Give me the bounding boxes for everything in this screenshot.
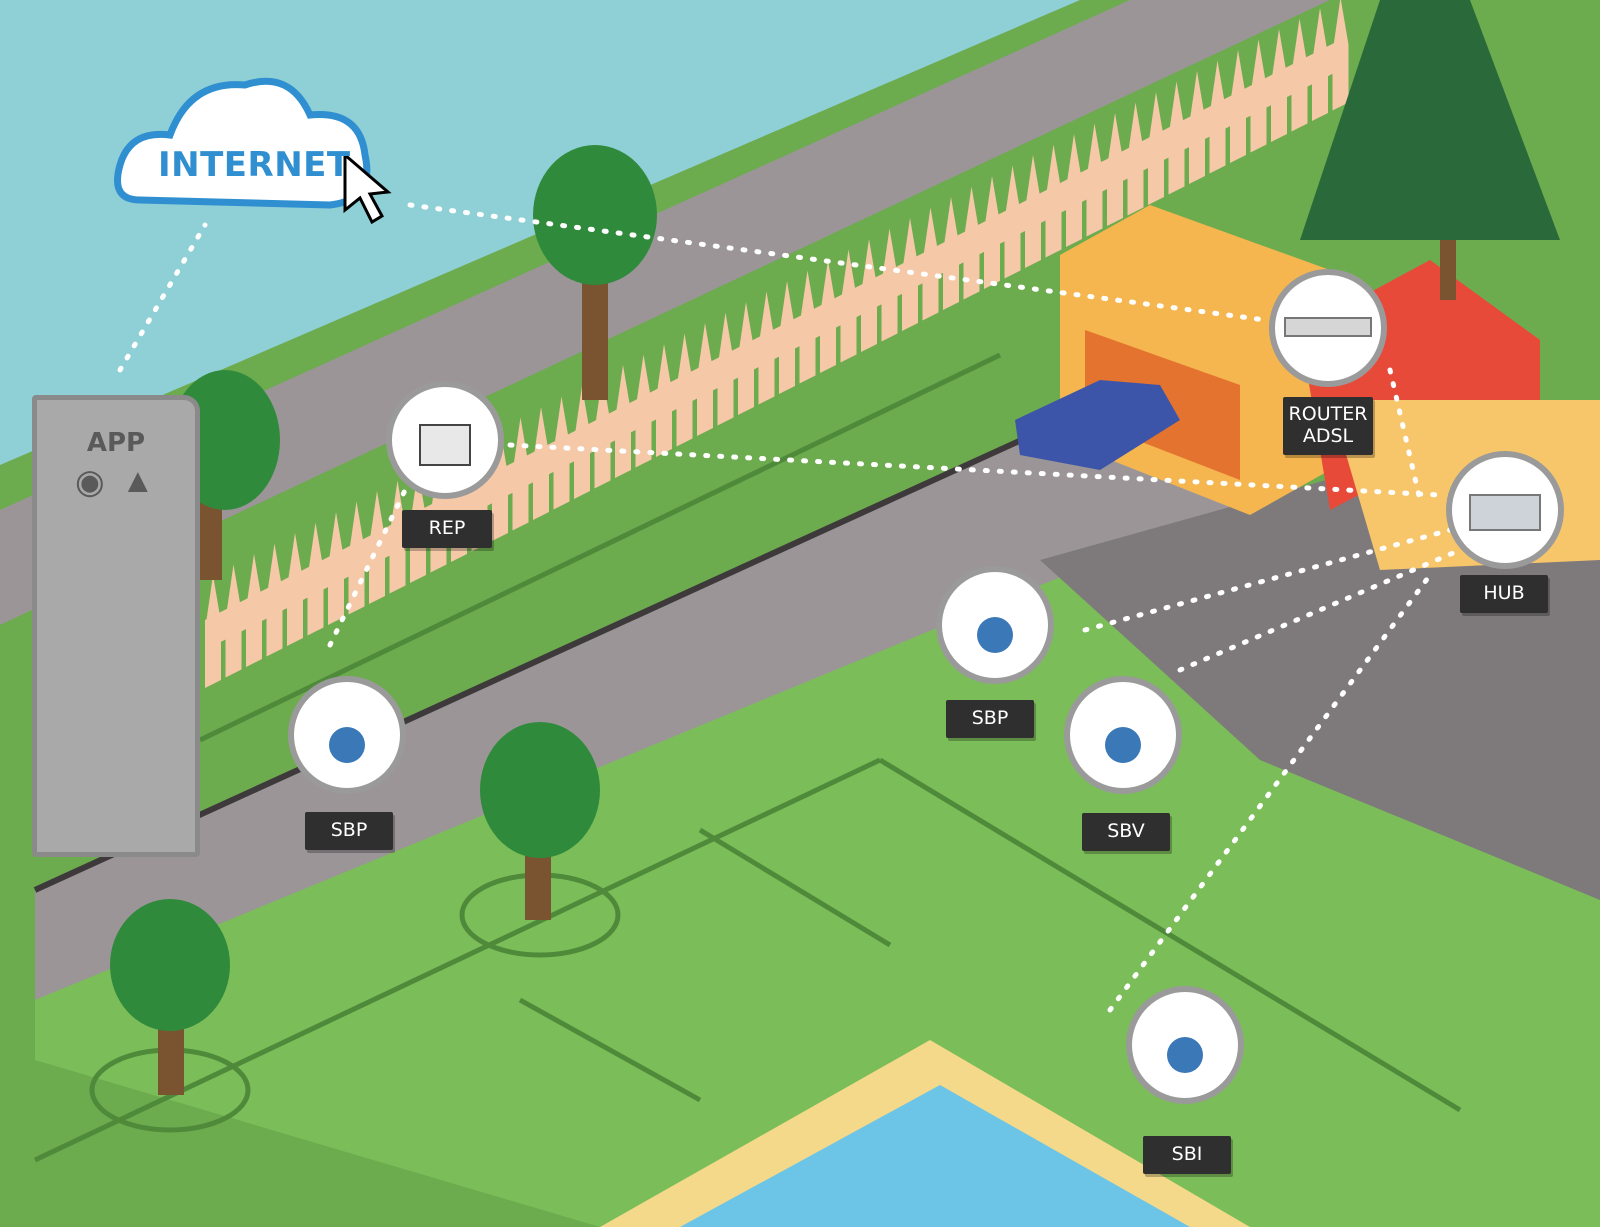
fence-picket xyxy=(1209,60,1226,174)
fence-picket xyxy=(389,480,406,594)
sbp-right-label: SBP xyxy=(946,700,1034,738)
fence-picket xyxy=(1168,81,1185,195)
router-label-line2: ADSL xyxy=(1302,425,1354,447)
fence-picket xyxy=(1004,165,1021,279)
fence-picket xyxy=(287,533,303,646)
fence-picket xyxy=(1312,8,1328,121)
fence-picket xyxy=(820,260,836,373)
fence-picket xyxy=(779,281,795,394)
fence-picket xyxy=(225,564,242,678)
sbp-left-label: SBP xyxy=(305,812,393,850)
car xyxy=(1015,380,1180,470)
fence-picket xyxy=(861,239,877,352)
fence-picket xyxy=(369,491,385,604)
fence-picket xyxy=(758,291,775,405)
router-label: ROUTER ADSL xyxy=(1283,397,1373,455)
trees xyxy=(110,0,1560,1095)
fence-picket xyxy=(553,396,570,510)
fence-picket xyxy=(922,207,939,321)
fence-picket xyxy=(1107,113,1123,226)
fence-picket xyxy=(840,249,857,363)
fence-picket xyxy=(307,522,324,636)
fence-picket xyxy=(1250,39,1267,153)
app-panel: APP ◉ ▲ xyxy=(32,395,200,857)
fence-picket xyxy=(738,302,754,415)
fence-picket xyxy=(984,176,1000,289)
fence-picket xyxy=(266,543,283,657)
fence-picket xyxy=(963,186,980,300)
connection-lines xyxy=(117,202,1463,1013)
fence-picket xyxy=(676,333,693,447)
router-label-line1: ROUTER xyxy=(1288,403,1368,426)
fence-picket xyxy=(1066,134,1082,247)
fence-picket xyxy=(656,344,672,457)
driveway xyxy=(1040,465,1600,900)
fence-picket xyxy=(1332,0,1349,111)
fence-picket xyxy=(717,312,734,426)
pointer-icon xyxy=(343,151,392,225)
fence-picket xyxy=(799,270,816,384)
fence-picket xyxy=(328,512,344,625)
fence-picket xyxy=(205,575,221,688)
fence-picket xyxy=(348,501,365,615)
fence-picket xyxy=(1230,50,1246,163)
fence-picket xyxy=(246,554,262,667)
fence-picket xyxy=(574,386,590,499)
fence-picket xyxy=(1291,18,1308,132)
fence-picket xyxy=(594,375,611,489)
fence-pickets xyxy=(205,0,1349,688)
device-circles xyxy=(288,269,1564,1104)
fence-picket xyxy=(1189,71,1205,184)
apple-icon: ◉ xyxy=(75,463,105,501)
sbv-label: SBV xyxy=(1082,813,1170,851)
fence-picket xyxy=(1045,144,1062,258)
fence-picket xyxy=(533,407,549,520)
fence-picket xyxy=(615,365,631,478)
fence-picket xyxy=(1148,92,1164,205)
hub-label: HUB xyxy=(1460,575,1548,613)
fence-picket xyxy=(1025,155,1041,268)
android-icon: ▲ xyxy=(121,462,155,500)
sbi-label: SBI xyxy=(1143,1136,1231,1174)
pool-water xyxy=(680,1085,1190,1227)
internet-cloud xyxy=(114,77,371,209)
fence-picket xyxy=(943,197,959,310)
fence-picket xyxy=(1127,102,1144,216)
fence-picket xyxy=(1271,29,1287,142)
fence-picket xyxy=(1086,123,1103,237)
rep-label: REP xyxy=(402,510,492,548)
fence-picket xyxy=(881,228,898,342)
fence-picket xyxy=(635,354,652,468)
fence-picket xyxy=(697,323,713,436)
internet-label: INTERNET xyxy=(158,145,351,185)
app-title: APP xyxy=(86,428,146,458)
road-curb xyxy=(33,392,1122,893)
